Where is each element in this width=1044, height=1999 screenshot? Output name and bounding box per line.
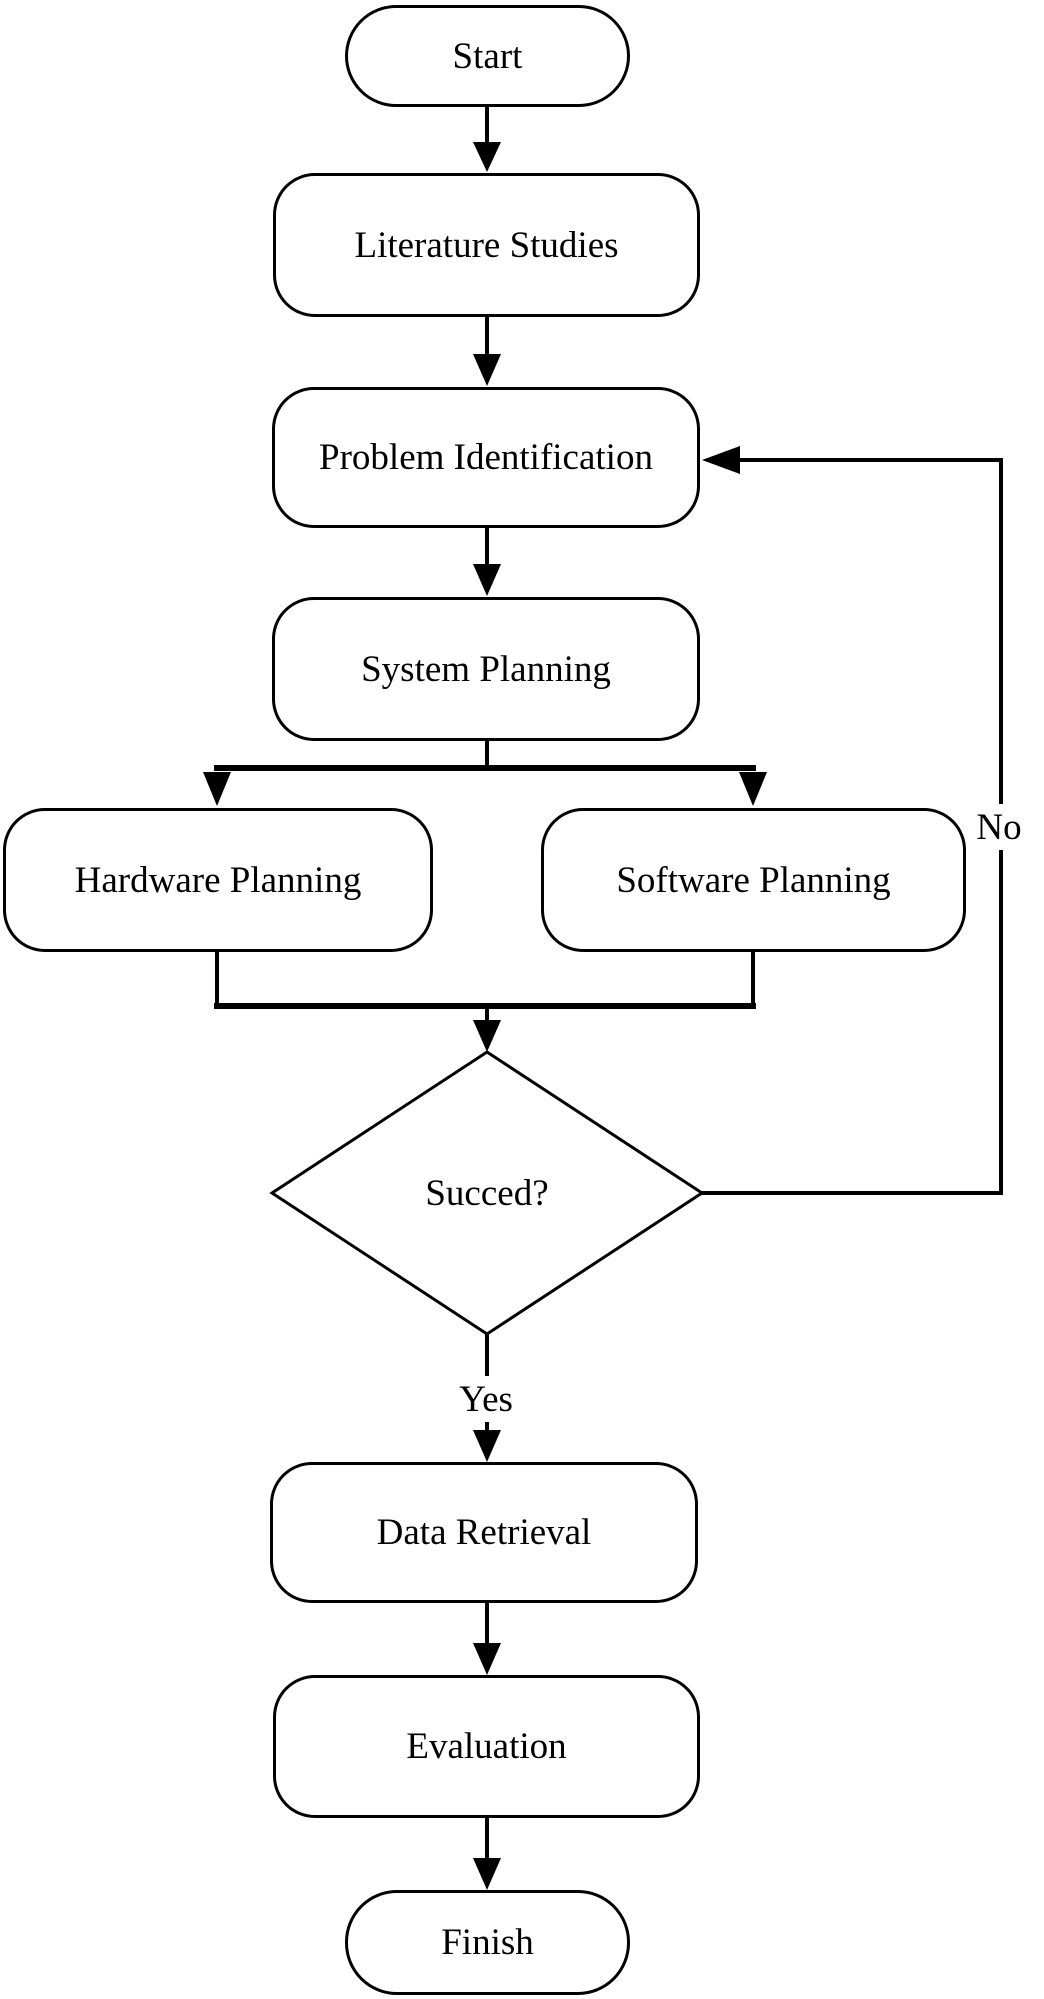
node-literature-studies-label: Literature Studies bbox=[354, 224, 619, 266]
node-succeed-decision-label: Succed? bbox=[272, 1168, 702, 1218]
node-start: Start bbox=[345, 5, 630, 107]
node-data-retrieval: Data Retrieval bbox=[270, 1462, 698, 1603]
node-problem-identification: Problem Identification bbox=[272, 387, 700, 528]
node-finish-label: Finish bbox=[441, 1922, 534, 1963]
node-hardware-planning: Hardware Planning bbox=[3, 808, 433, 952]
arrowhead-down-icon bbox=[473, 142, 501, 172]
edge-label-yes: Yes bbox=[446, 1376, 526, 1422]
arrowhead-down-icon bbox=[473, 1020, 501, 1052]
arrowhead-down-icon bbox=[473, 1430, 501, 1462]
arrowhead-down-icon bbox=[203, 772, 231, 806]
arrowhead-down-icon bbox=[473, 354, 501, 386]
arrowhead-down-icon bbox=[473, 1858, 501, 1890]
edge-label-no: No bbox=[966, 804, 1032, 850]
arrowhead-down-icon bbox=[473, 1643, 501, 1675]
node-software-planning: Software Planning bbox=[541, 808, 966, 952]
node-evaluation: Evaluation bbox=[273, 1675, 700, 1818]
arrowhead-down-icon bbox=[473, 564, 501, 596]
node-data-retrieval-label: Data Retrieval bbox=[376, 1512, 592, 1553]
node-finish: Finish bbox=[345, 1890, 630, 1995]
node-system-planning-label: System Planning bbox=[361, 648, 611, 690]
decision-text: Succed? bbox=[425, 1172, 549, 1214]
arrowhead-down-icon bbox=[739, 772, 767, 806]
node-literature-studies: Literature Studies bbox=[273, 173, 700, 317]
arrowhead-left-icon bbox=[702, 446, 740, 474]
node-software-planning-label: Software Planning bbox=[616, 859, 891, 901]
node-problem-identification-label: Problem Identification bbox=[319, 437, 653, 478]
node-start-label: Start bbox=[452, 35, 523, 77]
node-system-planning: System Planning bbox=[272, 597, 700, 741]
node-hardware-planning-label: Hardware Planning bbox=[74, 859, 362, 901]
node-evaluation-label: Evaluation bbox=[406, 1726, 567, 1767]
